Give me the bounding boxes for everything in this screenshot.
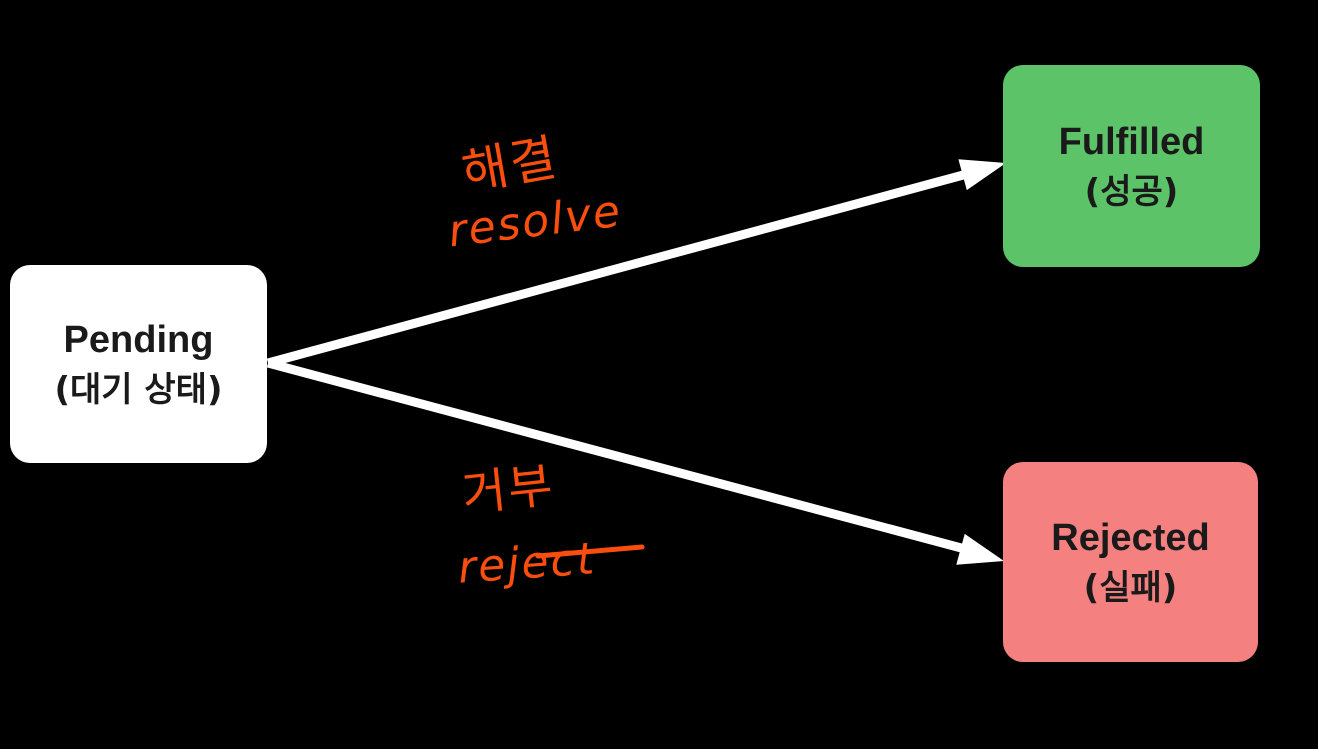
resolve-annotation-korean: 해결 xyxy=(457,128,563,202)
node-rejected-label: Rejected xyxy=(1051,517,1210,559)
node-rejected-sublabel: (실패) xyxy=(1083,568,1178,608)
node-fulfilled-sublabel: (성공) xyxy=(1084,172,1179,212)
node-pending: Pending (대기 상태) xyxy=(10,265,267,463)
reject-annotation-english: reject xyxy=(456,533,598,594)
reject-annotation-korean: 거부 xyxy=(459,457,558,523)
node-fulfilled: Fulfilled (성공) xyxy=(1003,65,1260,267)
node-pending-label: Pending xyxy=(63,319,214,361)
resolve-arrow xyxy=(266,159,1006,368)
reject-arrow xyxy=(266,358,1004,565)
node-rejected: Rejected (실패) xyxy=(1003,462,1258,662)
node-pending-sublabel: (대기 상태) xyxy=(54,370,223,410)
node-fulfilled-label: Fulfilled xyxy=(1058,121,1205,163)
